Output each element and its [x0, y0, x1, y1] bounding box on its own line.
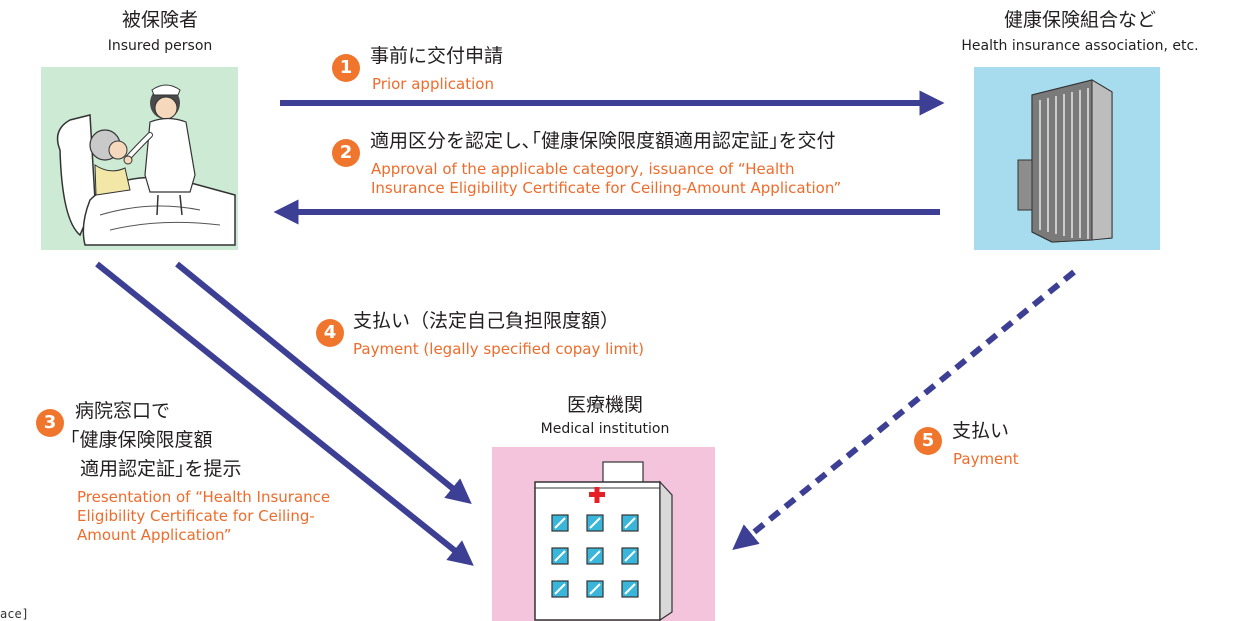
medical-label-jp: 医療機関	[566, 394, 643, 416]
step-4-badge: 4	[316, 319, 344, 347]
step-3-label-jp-line1: 病院窓口で	[75, 400, 171, 422]
step-5-badge: 5	[914, 427, 942, 455]
step-1-label-jp: 事前に交付申請	[370, 45, 504, 67]
insured-label-en: Insured person	[107, 38, 213, 54]
step-3-label-en-line1: Presentation of “Health Insurance	[77, 488, 331, 506]
association-label-en: Health insurance association, etc.	[961, 38, 1199, 54]
insured-label-jp: 被保険者	[121, 9, 198, 31]
step-4-label-jp: 支払い（法定自己負担限度額）	[353, 310, 620, 332]
step-5-label-jp: 支払い	[952, 420, 1010, 442]
step-1-badge: 1	[332, 54, 360, 82]
arrow-step-4	[175, 261, 472, 504]
hospital-illustration	[492, 447, 715, 621]
arrow-step-3	[95, 261, 474, 566]
step-2-label-jp: 適用区分を認定し､｢健康保険限度額適用認定証｣を交付	[370, 130, 836, 152]
step-3-label-en-line2: Eligibility Certificate for Ceiling-	[77, 507, 315, 525]
step-3-badge: 3	[36, 409, 64, 437]
insured-person-illustration	[41, 67, 238, 250]
association-building-illustration	[974, 67, 1160, 250]
step-2-badge: 2	[332, 139, 360, 167]
step-3-label-en-line3: Amount Application”	[77, 526, 232, 544]
step-5-label-en: Payment	[953, 450, 1019, 468]
step-1-label-en: Prior application	[372, 75, 494, 93]
association-label-jp: 健康保険組合など	[1003, 9, 1156, 31]
step-4-label-en: Payment (legally specified copay limit)	[353, 340, 644, 358]
step-3-label-jp-line3: 適用認定証｣を提示	[80, 458, 242, 480]
step-3-label-jp-line2: ｢健康保険限度額	[70, 429, 213, 451]
corner-fragment-text: ace]	[0, 607, 29, 621]
step-2-label-en-line2: Insurance Eligibility Certificate for Ce…	[371, 179, 842, 197]
medical-label-en: Medical institution	[540, 421, 670, 437]
step-2-label-en-line1: Approval of the applicable category, iss…	[371, 160, 795, 178]
arrow-step-5	[732, 269, 1076, 550]
